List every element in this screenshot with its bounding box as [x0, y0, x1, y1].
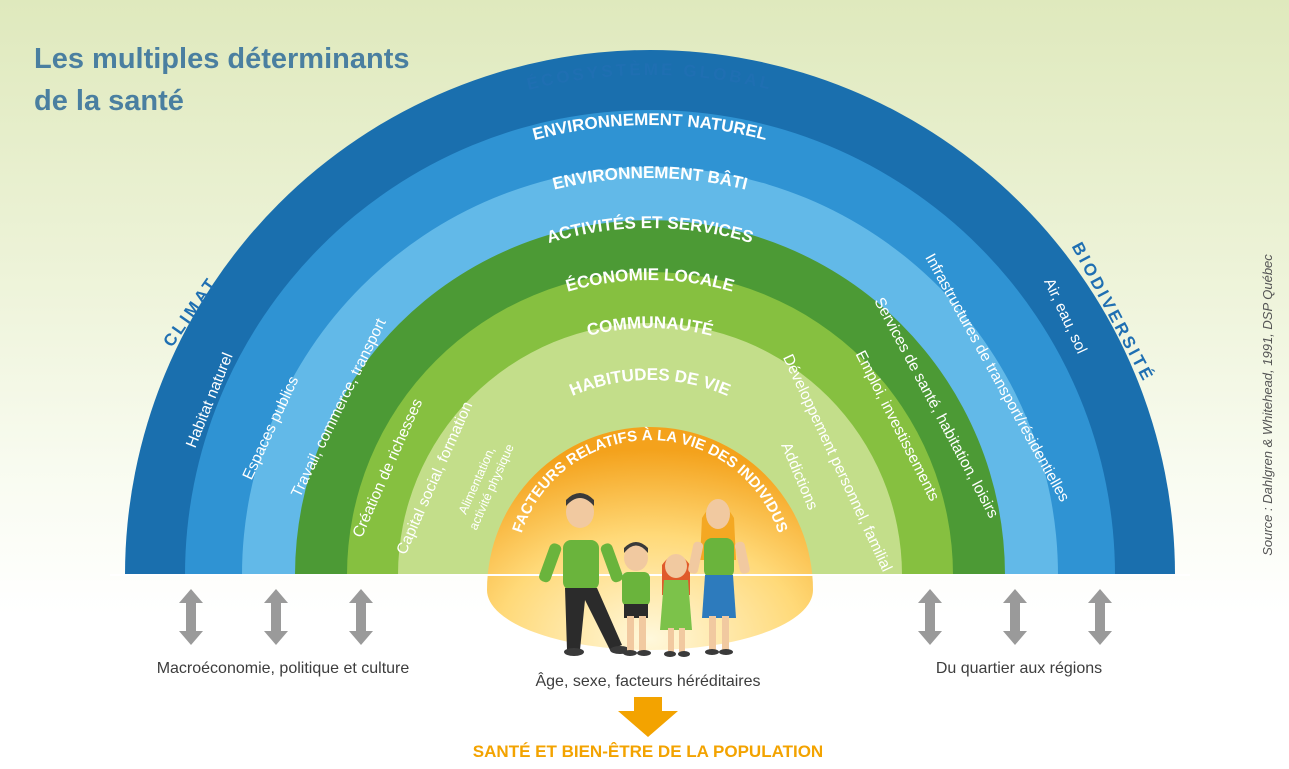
boy-figure — [622, 542, 651, 656]
title-line-1: Les multiples déterminants — [34, 43, 410, 75]
conclusion-sante-bien-etre: SANTÉ ET BIEN-ÊTRE DE LA POPULATION — [473, 742, 823, 761]
rainbow-bands — [125, 50, 1175, 650]
updown-arrows-left — [179, 589, 373, 645]
updown-arrow-icon — [349, 589, 373, 645]
caption-macroeconomie: Macroéconomie, politique et culture — [157, 660, 410, 677]
mother-figure — [688, 499, 750, 655]
family-illustration — [539, 493, 750, 657]
updown-arrow-icon — [264, 589, 288, 645]
updown-arrow-icon — [1088, 589, 1112, 645]
updown-arrow-icon — [918, 589, 942, 645]
down-arrow-icon — [618, 697, 678, 737]
girl-figure — [660, 554, 692, 657]
updown-arrow-icon — [179, 589, 203, 645]
source-credit: Source : Dahlgren & Whitehead, 1991, DSP… — [1260, 254, 1275, 556]
caption-quartier-regions: Du quartier aux régions — [936, 660, 1102, 677]
father-figure — [539, 493, 630, 656]
updown-arrows-right — [918, 589, 1112, 645]
caption-age-sexe: Âge, sexe, facteurs héréditaires — [535, 671, 760, 690]
title-line-2: de la santé — [34, 85, 184, 117]
updown-arrow-icon — [1003, 589, 1027, 645]
